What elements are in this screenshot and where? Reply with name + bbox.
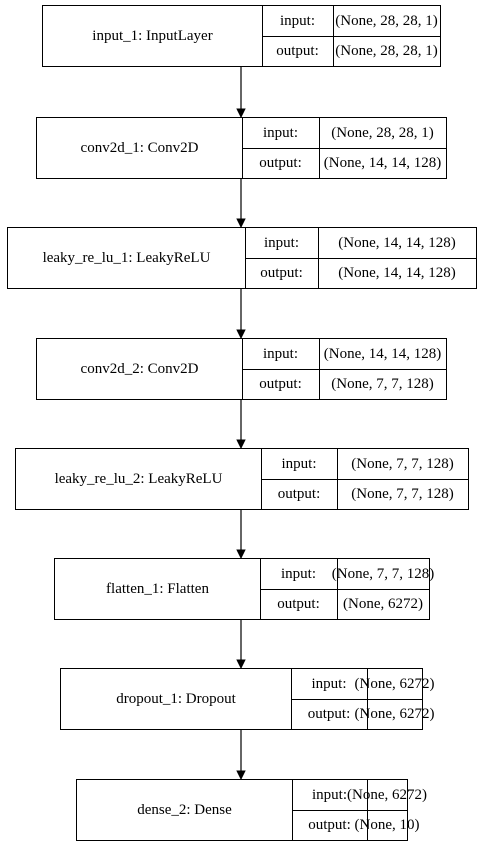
layer-name: conv2d_2: Conv2D [80, 360, 199, 377]
output-label: output: [277, 595, 320, 612]
output-shape: (None, 6272) [343, 595, 423, 612]
row-divider [242, 369, 446, 370]
output-label: output: [260, 264, 303, 281]
input-label: input: [263, 234, 299, 251]
output-shape: (None, 10) [354, 816, 420, 833]
output-shape: (None, 6272) [354, 705, 435, 722]
layer-name: flatten_1: Flatten [106, 580, 209, 597]
layer-node: flatten_1: Flatten input: output: (None, 7,… [54, 558, 435, 620]
layer-name: conv2d_1: Conv2D [80, 139, 199, 156]
layer-node: input_1: InputLayer input: output: (None, 2… [42, 5, 441, 67]
row-divider [261, 479, 468, 480]
input-shape: (None, 28, 28, 1) [335, 12, 438, 29]
layer-name: input_1: InputLayer [92, 27, 213, 44]
layer-name: dense_2: Dense [137, 801, 232, 818]
output-shape: (None, 7, 7, 128) [351, 485, 454, 502]
input-label: input: [280, 565, 316, 582]
row-divider [242, 148, 446, 149]
layer-node: dense_2: Dense input: output: (None, 6272) (… [76, 779, 427, 841]
output-label: output: [277, 485, 321, 502]
input-shape: (None, 14, 14, 128) [323, 345, 442, 362]
row-divider [262, 36, 440, 37]
layer-name: dropout_1: Dropout [116, 690, 236, 707]
row-divider [291, 699, 422, 700]
row-divider [245, 258, 476, 259]
input-label: input: [281, 455, 317, 472]
row-divider [292, 810, 407, 811]
output-shape: (None, 7, 7, 128) [331, 375, 434, 392]
input-label: input: [262, 124, 298, 141]
row-divider [260, 589, 429, 590]
input-shape: (None, 6272) [347, 786, 427, 803]
output-label: output: [259, 375, 302, 392]
input-label: input: [311, 675, 347, 692]
input-shape: (None, 7, 7, 128) [351, 455, 454, 472]
input-shape: (None, 14, 14, 128) [338, 234, 456, 251]
layer-node: leaky_re_lu_1: LeakyReLU input: output: (No… [7, 227, 477, 289]
input-label: input: [311, 786, 347, 803]
input-label: input: [262, 345, 298, 362]
layer-name: leaky_re_lu_2: LeakyReLU [54, 470, 223, 487]
input-shape: (None, 28, 28, 1) [331, 124, 434, 141]
input-label: input: [279, 12, 315, 29]
input-shape: (None, 7, 7, 128) [331, 565, 435, 582]
output-label: output: [276, 42, 319, 59]
layer-name: leaky_re_lu_1: LeakyReLU [42, 249, 211, 266]
layer-node: conv2d_1: Conv2D input: output: (None, 28, … [36, 117, 447, 179]
layer-node: conv2d_2: Conv2D input: output: (None, 14, … [36, 338, 447, 400]
output-label: output: [308, 816, 351, 833]
output-shape: (None, 14, 14, 128) [323, 154, 442, 171]
layer-node: dropout_1: Dropout input: output:(None, 62… [60, 668, 435, 730]
output-label: output: [307, 705, 351, 722]
layer-node: leaky_re_lu_2: LeakyReLU input: output: (No… [15, 448, 469, 510]
input-shape: (None, 6272) [354, 675, 435, 692]
output-shape: (None, 14, 14, 128) [338, 264, 456, 281]
output-shape: (None, 28, 28, 1) [335, 42, 438, 59]
output-label: output: [259, 154, 302, 171]
